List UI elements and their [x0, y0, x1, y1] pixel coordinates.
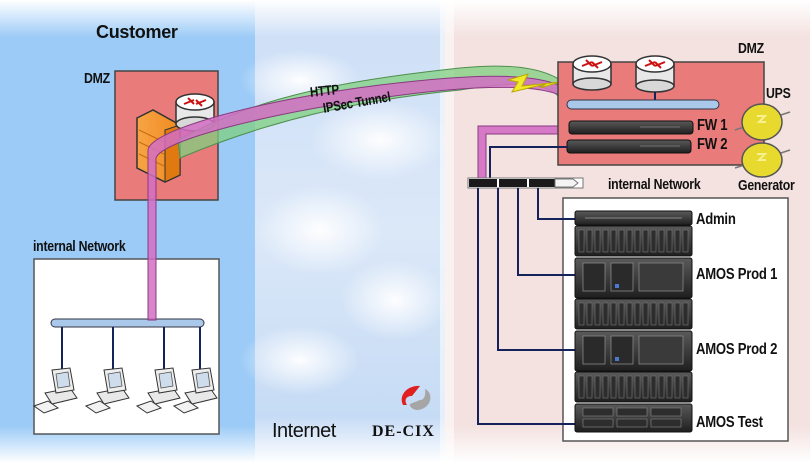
fw1-label: FW 1 [697, 117, 728, 134]
customer-zone-label: Customer [96, 22, 178, 42]
server-label-test: AMOS Test [696, 414, 763, 431]
datacenter-dmz-label: DMZ [738, 40, 764, 57]
test-server [574, 403, 693, 433]
fw1-appliance [568, 120, 694, 135]
generator-label: Generator [738, 177, 795, 194]
dmz-router-2-icon [635, 55, 675, 93]
clouds [240, 50, 450, 395]
server-rack [574, 210, 693, 433]
datacenter-internal-label: internal Network [608, 176, 701, 193]
workstation-icon [84, 367, 130, 414]
decix-label: DE-CIX [372, 423, 435, 440]
core-switch [467, 177, 584, 189]
workstation-links [61, 327, 201, 370]
server-label-prod1: AMOS Prod 1 [696, 266, 778, 283]
generator-icon [734, 142, 791, 178]
wan-link-bolt-icon [507, 73, 561, 93]
customer-dmz-label: DMZ [84, 70, 110, 87]
prod1-server [574, 257, 693, 299]
workstation-icon [172, 367, 218, 414]
decix-logo-icon [401, 385, 431, 410]
workstation-icon [32, 367, 78, 414]
workstation-icon [135, 367, 181, 414]
storage-enclosure [574, 298, 693, 330]
dmz-network-bus [566, 99, 720, 110]
server-links [477, 188, 575, 425]
ups-icon [734, 103, 791, 141]
customer-network-bus [50, 318, 205, 328]
ups-label: UPS [766, 85, 791, 102]
prod2-server [574, 330, 693, 372]
storage-enclosure [574, 225, 693, 257]
customer-internal-label: internal Network [33, 238, 126, 255]
internet-label: Internet [272, 420, 336, 442]
dmz-router-1-icon [572, 55, 612, 91]
server-label-prod2: AMOS Prod 2 [696, 341, 778, 358]
fw2-label: FW 2 [697, 136, 728, 153]
workstations [32, 367, 218, 414]
storage-enclosure [574, 371, 693, 403]
admin-server [574, 210, 693, 226]
server-label-admin: Admin [696, 211, 736, 228]
